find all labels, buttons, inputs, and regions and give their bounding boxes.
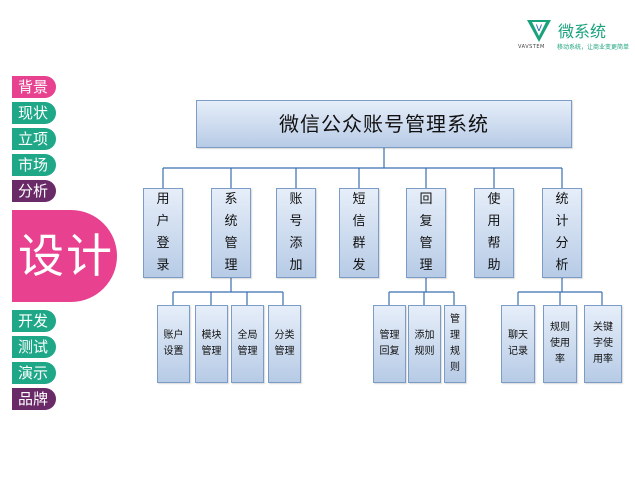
logo-title: 微系统 bbox=[558, 22, 607, 41]
menu-item-develop[interactable]: 开发 bbox=[12, 310, 57, 332]
logo-subtitle: 移动系统，让商业变更简单 bbox=[557, 44, 630, 51]
node-add-rules: 添加规则 bbox=[408, 305, 441, 383]
node-reply-management: 回复管理 bbox=[406, 188, 446, 278]
node-account-settings: 账户设置 bbox=[157, 305, 190, 383]
node-account-add: 账号添加 bbox=[276, 188, 316, 278]
node-global-management: 全局管理 bbox=[231, 305, 264, 383]
logo-small-text: VAVSTEM bbox=[518, 44, 545, 50]
node-rule-usage-rate: 规则使用率 bbox=[543, 305, 577, 383]
node-sms-broadcast: 短信群发 bbox=[339, 188, 379, 278]
node-help: 使用帮助 bbox=[474, 188, 514, 278]
node-chat-records: 聊天记录 bbox=[501, 305, 535, 383]
menu-item-project[interactable]: 立项 bbox=[12, 128, 57, 150]
menu-item-analysis[interactable]: 分析 bbox=[12, 180, 57, 202]
logo-icon: V bbox=[527, 20, 551, 42]
logo-mark: V bbox=[536, 24, 543, 34]
root-node: 微信公众账号管理系统 bbox=[196, 100, 572, 148]
menu-item-background[interactable]: 背景 bbox=[12, 76, 57, 98]
node-system-management: 系统管理 bbox=[211, 188, 251, 278]
node-user-login: 用户登录 bbox=[143, 188, 183, 278]
node-module-management: 模块管理 bbox=[195, 305, 228, 383]
menu-item-brand[interactable]: 品牌 bbox=[12, 388, 57, 410]
node-statistics: 统计分析 bbox=[542, 188, 582, 278]
node-manage-rules: 管理规则 bbox=[444, 305, 466, 383]
menu-item-test[interactable]: 测试 bbox=[12, 336, 57, 358]
menu-item-status[interactable]: 现状 bbox=[12, 102, 57, 124]
node-manage-replies: 管理回复 bbox=[373, 305, 406, 383]
node-category-management: 分类管理 bbox=[268, 305, 301, 383]
menu-item-design-active[interactable]: 设计 bbox=[12, 210, 117, 302]
node-keyword-usage-rate: 关键字使用率 bbox=[584, 305, 622, 383]
menu-item-demo[interactable]: 演示 bbox=[12, 362, 57, 384]
menu-item-market[interactable]: 市场 bbox=[12, 154, 57, 176]
